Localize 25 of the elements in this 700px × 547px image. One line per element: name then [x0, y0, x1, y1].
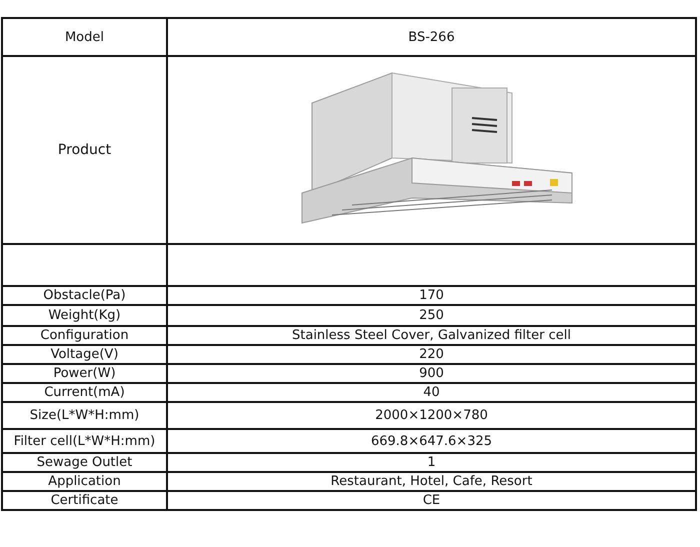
- cell-value: 900: [419, 366, 444, 381]
- row-header: Certificate: [50, 493, 118, 508]
- cell-value: 2000×1200×780: [375, 408, 488, 423]
- cell-value: 170: [419, 288, 444, 303]
- row-header: Configuration: [40, 328, 129, 343]
- cell-value: 1: [427, 455, 436, 470]
- cell-value: BS-266: [408, 30, 455, 44]
- cell-value: 669.8×647.6×325: [370, 434, 492, 448]
- cell-value: Stainless Steel Cover, Galvanized filter cell: [292, 328, 571, 343]
- row-header: Size(L*W*H:mm): [30, 408, 140, 423]
- cell-value: 40: [423, 385, 440, 400]
- row-header: Product: [58, 142, 112, 158]
- row-header: Weight(Kg): [48, 308, 121, 323]
- row-header: Current(mA): [44, 385, 125, 400]
- cell-value: Restaurant, Hotel, Cafe, Resort: [330, 474, 532, 489]
- cell-value: 250: [419, 308, 444, 323]
- row-header: Voltage(V): [50, 347, 118, 362]
- row-header: Obstacle(Pa): [43, 288, 126, 303]
- row-header: Application: [48, 474, 121, 489]
- cell-value: CE: [422, 493, 440, 508]
- row-header: Model: [64, 30, 104, 44]
- row-header: Power(W): [53, 366, 116, 381]
- cell-value: 220: [419, 347, 444, 362]
- row-header: Filter cell(L*W*H:mm): [14, 434, 156, 448]
- row-header: Sewage Outlet: [36, 455, 132, 470]
